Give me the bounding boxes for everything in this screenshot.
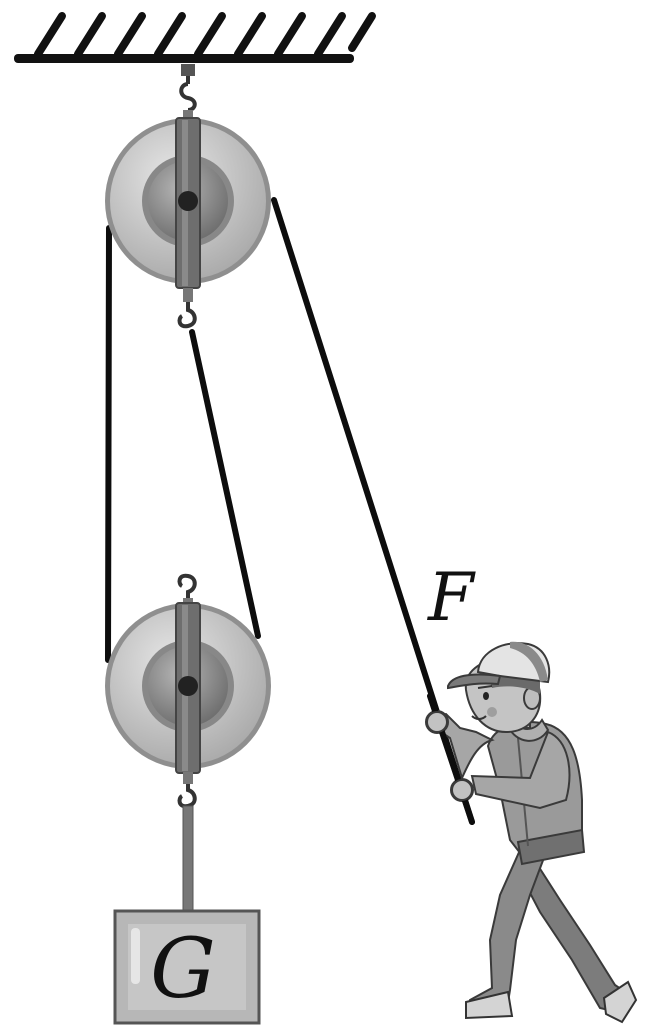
rope-left-segment (105, 225, 112, 663)
weight-rod (182, 805, 194, 913)
force-label: F (427, 559, 476, 636)
fixed-pulley (105, 117, 271, 289)
rope-middle-segment (189, 329, 261, 639)
ceiling-icon (14, 12, 376, 63)
weight-label: G (150, 922, 216, 1017)
hand-icon (426, 711, 448, 733)
movable-pulley (105, 602, 271, 774)
person-pulling-rope-icon (425, 641, 638, 1024)
hook-icon (177, 772, 197, 809)
hook-icon (177, 288, 197, 329)
hand-icon (451, 779, 473, 801)
weight-block: G (113, 909, 261, 1025)
hook-icon (179, 64, 197, 122)
